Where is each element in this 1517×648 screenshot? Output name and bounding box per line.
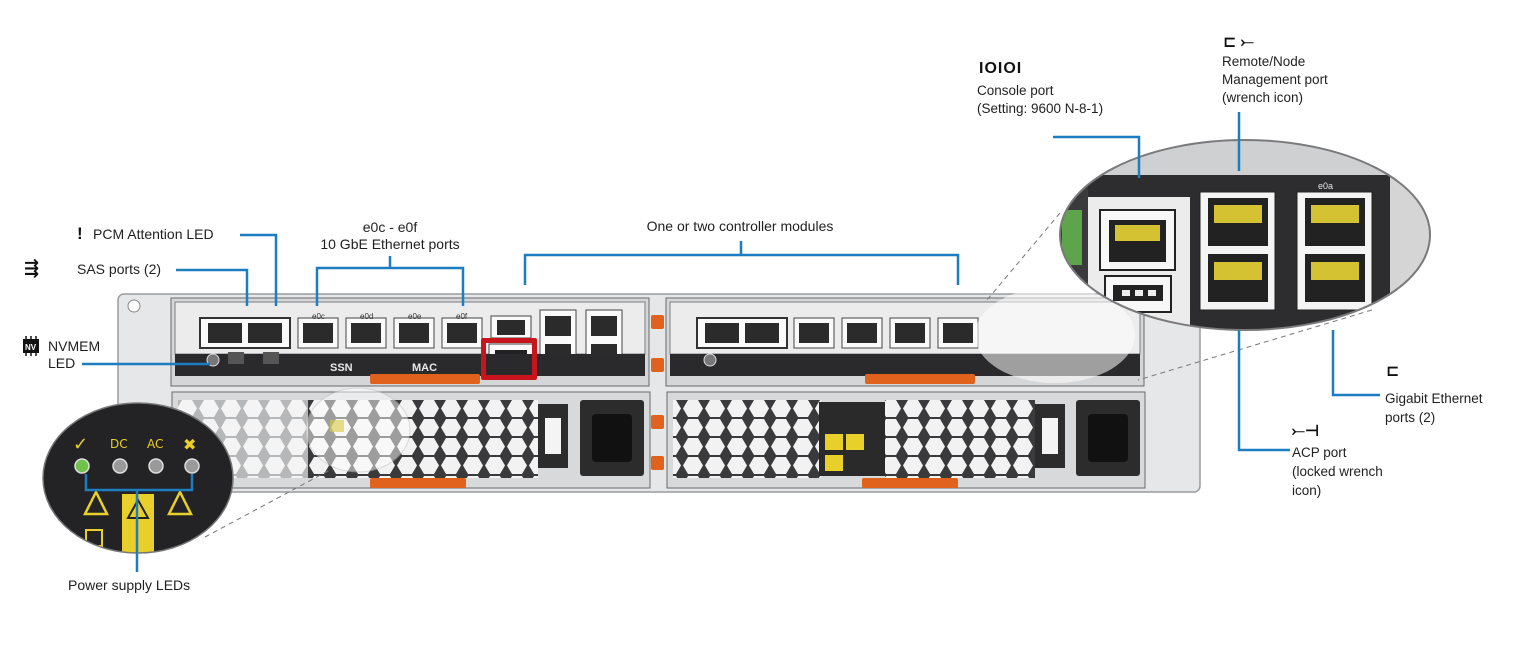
label-power-supply-leds: Power supply LEDs xyxy=(68,577,191,593)
label-controller-modules: One or two controller modules xyxy=(646,218,834,234)
controller-module-1 xyxy=(174,301,646,384)
label-10gbe-ethernet: e0c - e0f 10 GbE Ethernet ports xyxy=(320,219,460,252)
network-icon: ⊏ xyxy=(1386,363,1400,380)
ioioi-console-icon: IOIOI xyxy=(979,60,1023,77)
power-supply-2 xyxy=(666,391,1146,489)
callout-pcm-attention xyxy=(240,233,278,306)
panel-mark-e0e: e0e xyxy=(408,312,422,321)
sas-icon: ⇶ xyxy=(24,258,40,278)
callout-psu-leds xyxy=(84,474,194,492)
locked-wrench-icon: ⤚⊣ xyxy=(1292,423,1320,440)
panel-mark-ssn: SSN xyxy=(330,362,353,374)
svg-text:NV: NV xyxy=(25,343,37,352)
callout-console-port xyxy=(1053,135,1141,178)
panel-mark-e0c: e0c xyxy=(312,312,325,321)
label-remote-mgmt: Remote/Node Management port (wrench icon… xyxy=(1222,54,1328,105)
label-sas-ports: SAS ports (2) xyxy=(77,261,162,277)
label-console-port: Console port (Setting: 9600 N-8-1) xyxy=(977,83,1104,116)
exclamation-icon: ! xyxy=(77,224,83,243)
label-pcm-attention: PCM Attention LED xyxy=(93,226,214,242)
svg-text:✖: ✖ xyxy=(183,435,196,454)
middle-latches xyxy=(651,315,664,470)
highlighted-usb-port xyxy=(481,338,537,380)
label-gigabit-ethernet: Gigabit Ethernet ports (2) xyxy=(1385,391,1483,425)
callout-sas-ports xyxy=(176,268,249,306)
nvmem-chip-icon: NV xyxy=(20,336,42,360)
power-supply-1 xyxy=(171,387,651,489)
panel-mark-e0f: e0f xyxy=(456,312,468,321)
label-acp-port: ACP port (locked wrench icon) xyxy=(1292,445,1383,498)
callout-gigabit xyxy=(1331,330,1380,397)
panel-mark-e0d: e0d xyxy=(360,312,374,321)
callout-lines xyxy=(82,112,1380,572)
svg-text:AC: AC xyxy=(147,437,163,451)
callout-acp-port xyxy=(1237,330,1290,452)
svg-text:✓: ✓ xyxy=(73,434,88,455)
network-wrench-icon: ⊏ ⤚ xyxy=(1223,34,1254,51)
label-nvmem: NVMEM LED xyxy=(48,338,101,371)
callout-controller-modules xyxy=(523,253,960,285)
panel-mark-mac: MAC xyxy=(412,362,438,374)
svg-text:DC: DC xyxy=(110,437,128,451)
zoom-mark-e0a: e0a xyxy=(1318,181,1334,191)
